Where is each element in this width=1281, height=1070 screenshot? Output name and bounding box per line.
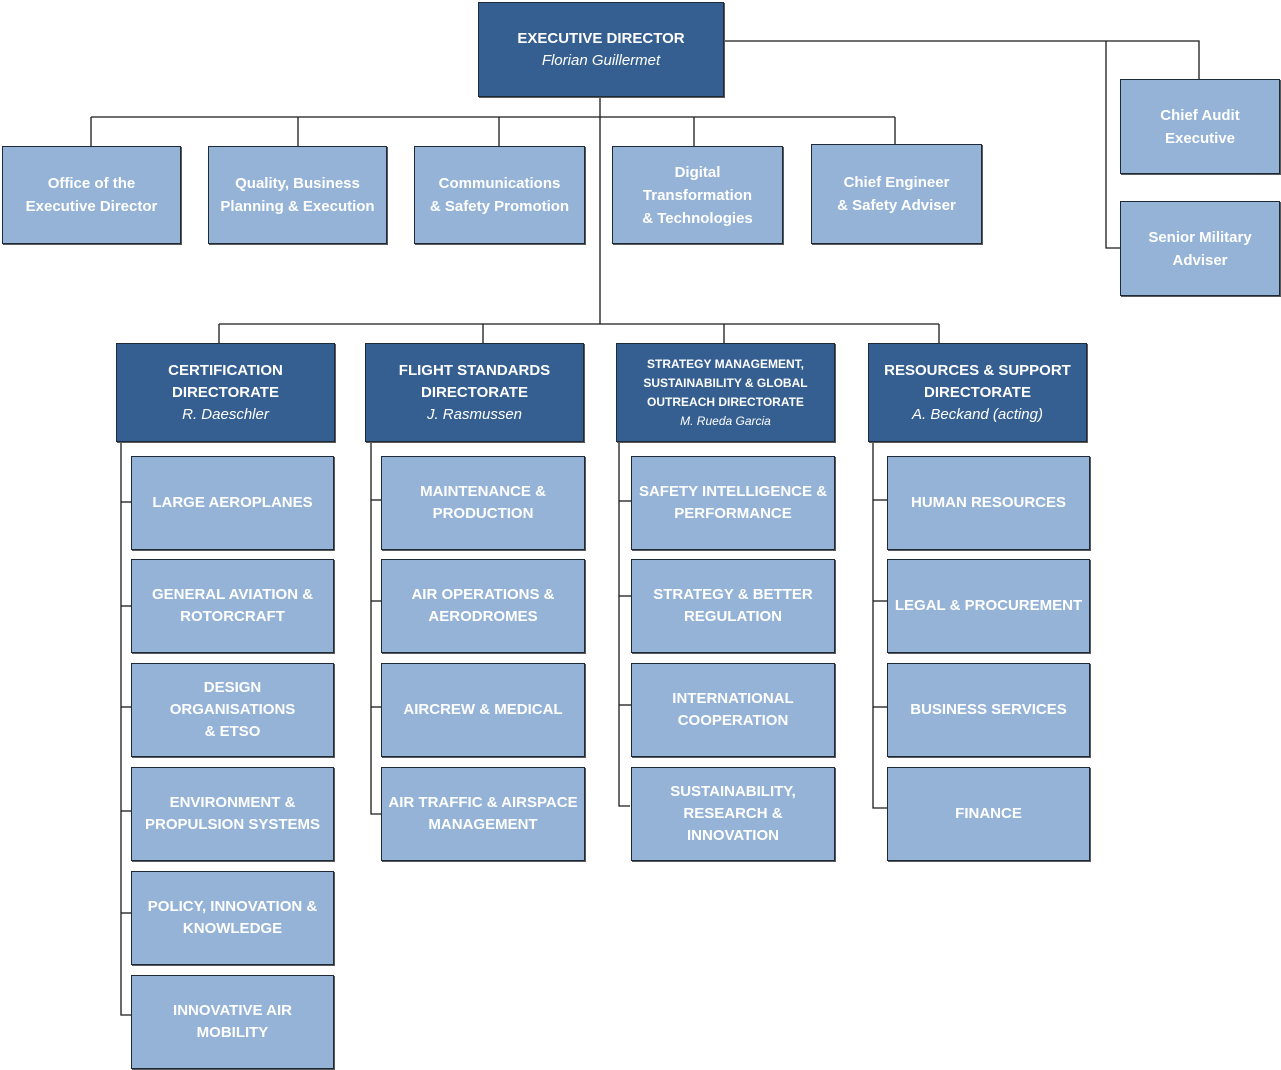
directorate-title: OUTREACH DIRECTORATE <box>647 394 804 409</box>
executive-name: Florian Guillermet <box>541 51 661 69</box>
directorate-title: SUSTAINABILITY & GLOBAL <box>643 375 808 390</box>
directorate-title: FLIGHT STANDARDS <box>398 361 551 379</box>
department-box: ENVIRONMENT & PROPULSION SYSTEMS <box>131 767 334 861</box>
department-box: LEGAL & PROCUREMENT <box>887 559 1090 653</box>
directorate-title: CERTIFICATION <box>168 361 283 379</box>
department-label: KNOWLEDGE <box>182 920 283 937</box>
directorate-head: A. Beckand (acting) <box>912 405 1043 423</box>
department-box: HUMAN RESOURCES <box>887 456 1090 550</box>
digital-transformation-box: Digital Transformation & Technologies <box>612 146 783 244</box>
department-label: POLICY, INNOVATION & <box>147 898 318 915</box>
directorate-head: J. Rasmussen <box>426 405 523 423</box>
box-text: Executive Director <box>25 198 158 215</box>
box-text: Adviser <box>1172 251 1228 269</box>
department-label: DESIGN <box>203 679 262 696</box>
department-label: MOBILITY <box>196 1024 269 1041</box>
box-text: & Technologies <box>642 209 753 227</box>
department-label: BUSINESS SERVICES <box>910 701 1067 718</box>
department-box: AIR OPERATIONS & AERODROMES <box>381 559 585 653</box>
department-label: ENVIRONMENT & <box>169 794 296 811</box>
box-text: Quality, Business <box>235 175 360 192</box>
department-label: LARGE AEROPLANES <box>152 494 313 511</box>
chief-engineer-box: Chief Engineer & Safety Adviser <box>811 144 982 244</box>
department-box: SUSTAINABILITY, RESEARCH & INNOVATION <box>631 767 835 861</box>
department-box: INNOVATIVE AIR MOBILITY <box>131 975 334 1069</box>
box-text: Executive <box>1164 129 1236 147</box>
department-label: SUSTAINABILITY, <box>670 783 796 800</box>
chief-audit-executive-box: Chief Audit Executive <box>1120 79 1280 174</box>
department-box: AIR TRAFFIC & AIRSPACE MANAGEMENT <box>381 767 585 861</box>
connector-senior-military <box>1105 41 1120 249</box>
executive-title: EXECUTIVE DIRECTOR <box>517 29 685 47</box>
department-box: BUSINESS SERVICES <box>887 663 1090 757</box>
box-text: Office of the <box>47 175 136 192</box>
connector-dir1-spine <box>120 442 131 1016</box>
box-text: & Safety Adviser <box>837 197 956 214</box>
box-text: Digital <box>674 163 721 181</box>
department-box: DESIGN ORGANISATIONS & ETSO <box>131 663 334 757</box>
directorate-title: DIRECTORATE <box>421 383 528 401</box>
department-label: ORGANISATIONS <box>169 701 296 718</box>
department-label: AIRCREW & MEDICAL <box>403 701 563 718</box>
certification-directorate-box: CERTIFICATION DIRECTORATE R. Daeschler <box>116 343 335 442</box>
department-label: & ETSO <box>204 723 261 740</box>
department-label: LEGAL & PROCUREMENT <box>894 597 1083 614</box>
box-text: & Safety Promotion <box>429 198 570 215</box>
department-box: FINANCE <box>887 767 1090 861</box>
office-executive-director-box: Office of the Executive Director <box>2 146 181 244</box>
executive-director-box: EXECUTIVE DIRECTOR Florian Guillermet <box>478 2 724 97</box>
connector-dir4-spine <box>872 442 887 809</box>
department-box: POLICY, INNOVATION & KNOWLEDGE <box>131 871 334 965</box>
department-label: INNOVATIVE AIR <box>173 1002 292 1019</box>
department-label: AIR OPERATIONS & <box>411 586 555 603</box>
box-text: Chief Audit <box>1160 106 1240 124</box>
department-label: FINANCE <box>955 805 1022 822</box>
department-label: RESEARCH & <box>683 805 783 822</box>
resources-support-directorate-box: RESOURCES & SUPPORT DIRECTORATE A. Becka… <box>868 343 1087 442</box>
directorate-head: M. Rueda Garcia <box>680 413 771 428</box>
directorate-title: STRATEGY MANAGEMENT, <box>647 356 804 371</box>
directorate-title: RESOURCES & SUPPORT <box>884 361 1071 379</box>
department-label: INNOVATION <box>687 827 779 844</box>
department-box: AIRCREW & MEDICAL <box>381 663 585 757</box>
quality-business-planning-box: Quality, Business Planning & Execution <box>208 146 387 244</box>
flight-standards-directorate-box: FLIGHT STANDARDS DIRECTORATE J. Rasmusse… <box>365 343 584 442</box>
department-label: REGULATION <box>683 608 783 625</box>
directorate-title: DIRECTORATE <box>172 383 279 401</box>
department-label: MAINTENANCE & <box>420 483 546 500</box>
directorate-head: R. Daeschler <box>182 405 269 423</box>
department-label: INTERNATIONAL <box>672 690 794 707</box>
strategy-management-directorate-box: STRATEGY MANAGEMENT, SUSTAINABILITY & GL… <box>616 343 835 442</box>
department-label: MANAGEMENT <box>428 816 538 833</box>
department-label: PRODUCTION <box>432 505 534 522</box>
connector-exec-advisers <box>723 40 1200 79</box>
department-label: PROPULSION SYSTEMS <box>144 816 321 833</box>
senior-military-adviser-box: Senior Military Adviser <box>1120 201 1280 296</box>
directorate-title: DIRECTORATE <box>924 383 1031 401</box>
box-text: Planning & Execution <box>220 198 375 215</box>
communications-safety-promotion-box: Communications & Safety Promotion <box>414 146 585 244</box>
department-label: HUMAN RESOURCES <box>910 494 1066 511</box>
box-text: Senior Military <box>1148 228 1252 246</box>
connector-dir2-spine <box>370 442 382 815</box>
department-label: GENERAL AVIATION & <box>151 586 314 603</box>
box-text: Chief Engineer <box>843 174 950 191</box>
department-label: ROTORCRAFT <box>180 608 285 625</box>
department-box: MAINTENANCE & PRODUCTION <box>381 456 585 550</box>
department-box: LARGE AEROPLANES <box>131 456 334 550</box>
department-label: COOPERATION <box>677 712 789 729</box>
department-label: STRATEGY & BETTER <box>653 586 813 603</box>
department-box: INTERNATIONAL COOPERATION <box>631 663 835 757</box>
department-box: SAFETY INTELLIGENCE & PERFORMANCE <box>631 456 835 550</box>
department-label: AERODROMES <box>428 608 538 625</box>
connector-dir3-spine <box>618 442 630 807</box>
department-label: PERFORMANCE <box>674 505 792 522</box>
box-text: Transformation <box>642 186 753 204</box>
box-text: Communications <box>438 175 561 192</box>
department-label: AIR TRAFFIC & AIRSPACE <box>388 794 578 811</box>
department-label: SAFETY INTELLIGENCE & <box>638 483 828 500</box>
department-box: GENERAL AVIATION & ROTORCRAFT <box>131 559 334 653</box>
department-box: STRATEGY & BETTER REGULATION <box>631 559 835 653</box>
